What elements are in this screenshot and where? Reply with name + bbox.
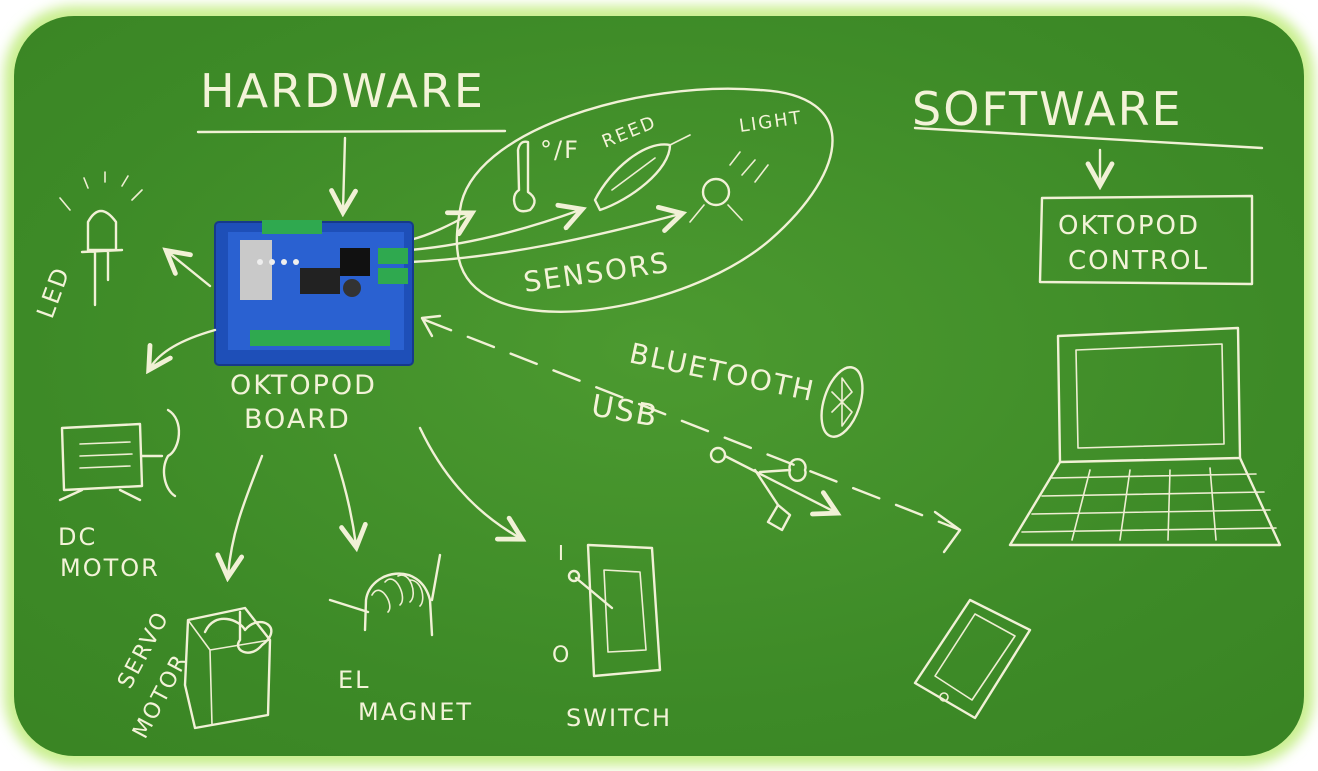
arrow-switch — [418, 426, 520, 538]
magnet-line1: EL — [338, 666, 371, 694]
arrow-light — [408, 214, 680, 264]
arrow-dc-motor — [150, 328, 217, 368]
connection-arrowhead-device — [933, 510, 962, 554]
dc-motor-icon — [58, 408, 181, 502]
arrow-servo — [228, 454, 264, 575]
bluetooth-icon — [820, 366, 864, 438]
hardware-underline — [196, 129, 507, 134]
hardware-title: HARDWARE — [200, 64, 485, 118]
thermometer-icon — [512, 140, 536, 213]
oktopod-control-box: OKTOPOD CONTROL — [1038, 194, 1254, 286]
arrow-led — [168, 252, 212, 288]
circuit-board-icon — [214, 220, 414, 366]
switch-label: SWITCH — [566, 704, 672, 732]
sensors-cloud — [455, 87, 834, 313]
arrow-thermometer — [408, 214, 470, 242]
electromagnet-icon — [328, 553, 442, 637]
temp-unit-label: °/F — [540, 136, 580, 164]
control-line2: CONTROL — [1068, 246, 1209, 276]
usb-icon — [709, 446, 835, 532]
laptop-icon — [1008, 326, 1282, 547]
arrow-reed — [408, 210, 580, 252]
reed-sensor-icon — [593, 134, 691, 212]
connection-dashed-line — [423, 318, 962, 532]
board-label-line2: BOARD — [244, 404, 351, 435]
arrow-magnet — [333, 453, 356, 545]
software-underline — [913, 126, 1264, 150]
phone-icon — [913, 598, 1032, 720]
dc-motor-line1: DC — [58, 523, 97, 551]
led-icon — [59, 171, 143, 307]
light-sensor-icon — [689, 151, 769, 223]
magnet-line2: MAGNET — [358, 698, 473, 726]
software-title: SOFTWARE — [912, 82, 1183, 136]
servo-motor-icon — [183, 606, 273, 730]
hardware-arrow — [343, 136, 345, 210]
board-label-line1: OKTOPOD — [230, 370, 377, 401]
connection-arrowhead-board — [420, 314, 442, 338]
switch-off-label: O — [552, 643, 571, 668]
switch-on-label: I — [558, 541, 566, 565]
switch-icon — [567, 543, 662, 678]
dc-motor-line2: MOTOR — [60, 554, 160, 582]
control-line1: OKTOPOD — [1058, 211, 1200, 241]
